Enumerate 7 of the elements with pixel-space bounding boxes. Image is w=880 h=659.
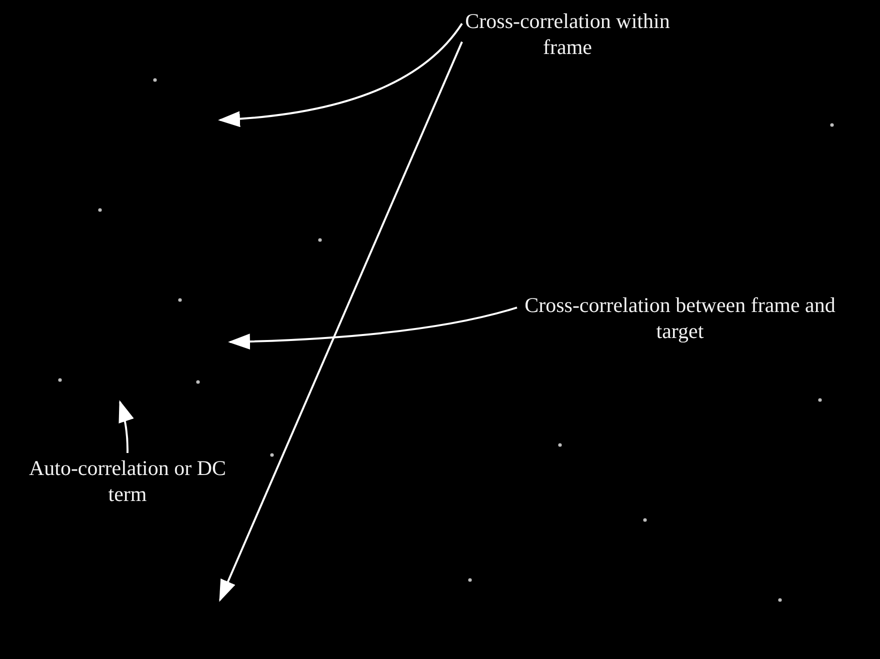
leader-arrow — [118, 400, 134, 453]
leader-arrow — [219, 41, 463, 602]
annotation-label: Auto-correlation or DC term — [20, 455, 235, 507]
annotation-label: Cross-correlation between frame and target — [520, 292, 840, 344]
leader-arrow — [228, 306, 518, 350]
leader-arrow — [218, 23, 463, 127]
annotation-label: Cross-correlation within frame — [465, 8, 670, 60]
